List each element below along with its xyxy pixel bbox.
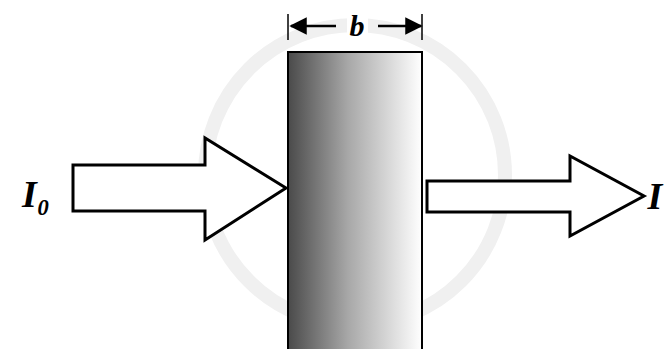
incident-beam-arrow: [73, 138, 286, 240]
sample-slab: [288, 52, 422, 349]
path-length-label: b: [347, 11, 368, 41]
dimension-tick: [421, 14, 423, 40]
transmitted-beam-arrow: [427, 156, 644, 236]
dimension-tick: [287, 14, 289, 40]
dimension-arrow: [378, 25, 421, 28]
transmitted-intensity-label: I: [648, 177, 663, 215]
dimension-arrow: [291, 25, 336, 28]
incident-intensity-label: I₀: [22, 175, 50, 213]
